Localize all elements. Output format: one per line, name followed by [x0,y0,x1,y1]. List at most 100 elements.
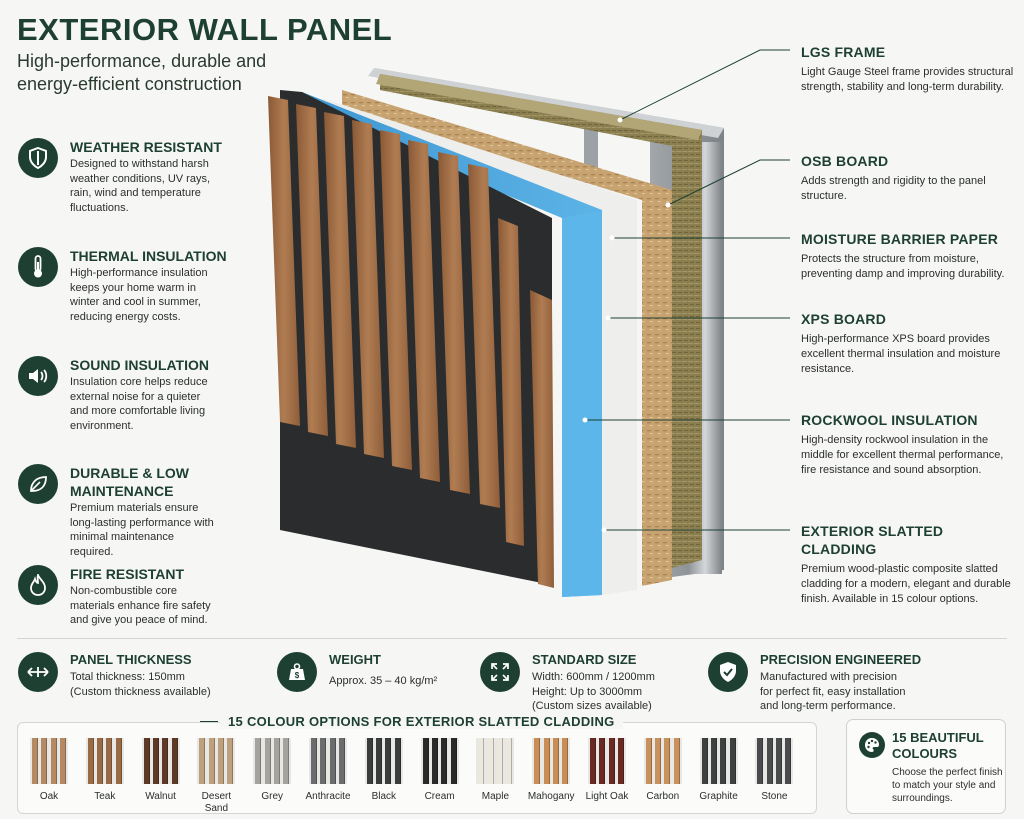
callout-osb-board: OSB BOARD Adds strength and rigidity to … [801,152,1016,204]
flame-icon [18,565,58,605]
slatted-cladding [268,96,554,588]
swatch-chip [309,738,347,784]
swatch-name: Cream [424,791,455,802]
swatch-name: Mahogany [527,791,575,802]
section-divider [17,638,1007,639]
callout-title: LGS FRAME [801,44,886,60]
callout-moisture-barrier: MOISTURE BARRIER PAPER Protects the stru… [801,230,1016,282]
swatch-chip [197,738,236,784]
expand-icon [480,652,520,692]
callout-slatted-cladding: EXTERIOR SLATTED CLADDING Premium wood-p… [801,522,1016,607]
swatch-name: Teak [94,791,116,802]
colour-swatch: Carbon [643,738,682,802]
wall-panel-illustration [268,68,724,597]
shield-icon [18,138,58,178]
colour-swatch: Cream [420,738,459,802]
swatch-chip [643,738,682,784]
palette-icon [859,732,885,758]
swatch-chip [364,738,403,784]
swatch-name: Maple [481,791,510,802]
check-shield-icon [708,652,748,692]
beauty-desc: Choose the perfect finish to match your … [892,767,1003,804]
moisture-barrier-layer [322,98,637,595]
callout-desc: High-performance XPS board provides exce… [801,333,1001,375]
feature-title: DURABLE & LOW MAINTENANCE [70,465,189,499]
colour-swatch: Mahogany [528,738,575,802]
callout-desc: Premium wood-plastic composite slatted c… [801,563,1011,605]
callout-desc: Light Gauge Steel frame provides structu… [801,66,1014,93]
spec-desc: Approx. 35 – 40 kg/m² [329,675,438,687]
weight-icon: $ [277,652,317,692]
callout-title: MOISTURE BARRIER PAPER [801,231,999,247]
colour-swatch: Black [364,738,403,802]
feature-desc: Insulation core helps reduce external no… [70,376,208,432]
swatch-chip [588,738,626,784]
swatch-chip [30,738,68,784]
colour-swatch: Desert Sand [197,738,236,814]
callout-lgs-frame: LGS FRAME Light Gauge Steel frame provid… [801,43,1016,95]
leaf-icon [18,464,58,504]
spec-title: PRECISION ENGINEERED [760,652,922,667]
swatch-name: Walnut [145,791,176,802]
callout-desc: Adds strength and rigidity to the panel … [801,175,986,202]
swatch-chip [253,738,292,784]
page-title: EXTERIOR WALL PANEL [17,12,393,47]
feature-desc: High-performance insulation keeps your h… [70,267,208,323]
colour-swatch: Graphite [699,738,738,802]
swatch-chip [420,738,459,784]
feature-desc: Premium materials ensure long-lasting pe… [70,502,214,558]
colour-swatch: Stone [755,738,794,802]
feature-desc: Non-combustible core materials enhance f… [70,585,211,626]
colour-swatch: Walnut [141,738,180,802]
swatch-name: Light Oak [585,791,629,802]
swatch-name: Carbon [646,791,680,802]
colour-swatch: Grey [253,738,292,802]
callout-title: EXTERIOR SLATTED CLADDING [801,523,944,557]
swatch-chip [141,738,180,784]
svg-text:$: $ [295,671,300,680]
feature-title: SOUND INSULATION [70,357,209,373]
colour-options-heading: 15 COLOUR OPTIONS FOR EXTERIOR SLATTED C… [220,714,623,729]
feature-title: THERMAL INSULATION [70,248,227,264]
swatch-name: Graphite [699,791,738,802]
callout-rockwool: ROCKWOOL INSULATION High-density rockwoo… [801,411,1016,478]
colour-swatch: Oak [30,738,68,802]
swatch-name: Oak [39,791,59,802]
callout-desc: High-density rockwool insulation in the … [801,434,1004,476]
swatch-name: Grey [261,791,284,802]
feature-desc: Designed to withstand harsh weather cond… [70,158,211,214]
swatch-chip [699,738,738,784]
swatch-chip [85,738,124,784]
colour-swatch: Maple [476,738,515,802]
callout-xps-board: XPS BOARD High-performance XPS board pro… [801,310,1016,377]
swatch-name: Desert Sand [201,791,232,814]
spec-title: STANDARD SIZE [532,652,637,667]
callout-title: ROCKWOOL INSULATION [801,412,978,428]
colour-options-box [17,722,817,814]
feature-title: FIRE RESISTANT [70,566,185,582]
callout-desc: Protects the structure from moisture, pr… [801,253,1005,280]
feature-title: WEATHER RESISTANT [70,139,222,155]
callout-title: OSB BOARD [801,153,889,169]
beautiful-colours-box: 15 BEAUTIFUL COLOURS Choose the perfect … [846,719,1006,814]
swatch-chip [532,738,571,784]
spec-desc: Total thickness: 150mm(Custom thickness … [70,671,211,698]
swatch-name: Anthracite [305,791,351,802]
arrows-horizontal-icon [18,652,58,692]
callout-title: XPS BOARD [801,311,887,327]
spec-title: WEIGHT [329,652,381,667]
swatch-chip [755,738,794,784]
swatch-name: Black [371,791,397,802]
colour-swatch: Teak [85,738,124,802]
speaker-icon [18,356,58,396]
swatch-chip [476,738,515,784]
swatch-name: Stone [761,791,788,802]
beauty-title: 15 BEAUTIFUL COLOURS [892,730,984,761]
page-subtitle: High-performance, durable and energy-eff… [17,51,267,94]
colour-swatch: Anthracite [305,738,351,802]
thermometer-icon [18,247,58,287]
spec-title: PANEL THICKNESS [70,652,192,667]
colour-swatch: Light Oak [586,738,628,802]
